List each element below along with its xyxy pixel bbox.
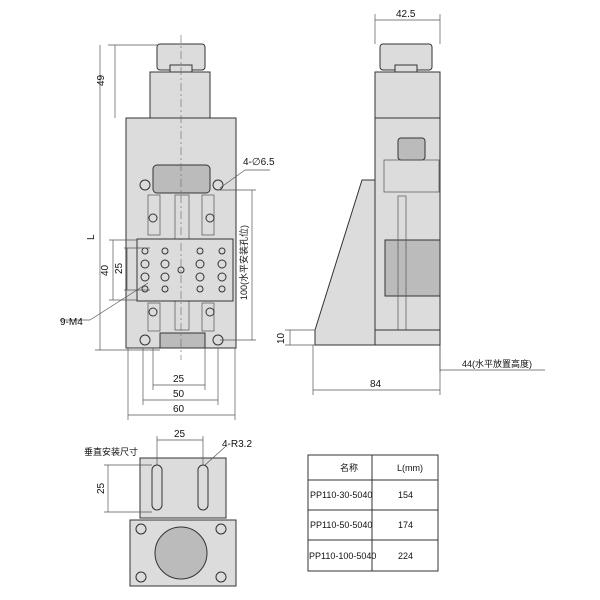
screw-hole bbox=[148, 213, 158, 223]
table-cell-L: 224 bbox=[398, 551, 413, 561]
angle-bracket bbox=[314, 179, 376, 346]
dim-L: L bbox=[86, 234, 97, 240]
table-cell-name: PP110-100-5040 bbox=[309, 551, 376, 561]
dim-60: 60 bbox=[173, 404, 185, 415]
screw-hole bbox=[205, 213, 215, 223]
table-header-L: L(mm) bbox=[397, 463, 423, 473]
screw-hole bbox=[161, 285, 169, 293]
dim-44-height: 44(水平放置高度) bbox=[462, 358, 532, 369]
dim-10: 10 bbox=[276, 332, 287, 344]
table-cell-name: PP110-50-5040 bbox=[310, 520, 372, 530]
screw-hole bbox=[212, 179, 224, 191]
bottom-view bbox=[104, 436, 237, 587]
dim-49: 49 bbox=[96, 74, 107, 86]
mounting-holes bbox=[139, 179, 227, 346]
screw-hole bbox=[148, 307, 158, 317]
screw-hole bbox=[218, 247, 226, 255]
screw-hole bbox=[205, 307, 215, 317]
side-view bbox=[285, 14, 545, 395]
screw-hole bbox=[218, 285, 226, 293]
slot bbox=[197, 464, 209, 511]
slot bbox=[151, 464, 163, 511]
dim-25-slot-length: 25 bbox=[96, 482, 107, 494]
motor bbox=[149, 71, 211, 121]
screw-hole bbox=[196, 247, 204, 255]
dim-25-horizontal: 25 bbox=[173, 374, 185, 385]
bottom-view-title: 垂直安装尺寸 bbox=[84, 446, 138, 457]
dim-100-mount-holes: 100(水平安装孔位) bbox=[238, 225, 249, 300]
dim-25-vertical: 25 bbox=[114, 262, 125, 274]
table-header-name: 名称 bbox=[340, 462, 358, 473]
dim-25-slot-spacing: 25 bbox=[174, 429, 186, 440]
side-carriage bbox=[384, 239, 441, 297]
table-cell-L: 174 bbox=[398, 520, 413, 530]
screw-hole bbox=[161, 247, 169, 255]
dim-40: 40 bbox=[100, 264, 111, 276]
screw-hole bbox=[160, 272, 170, 282]
screw-hole bbox=[195, 259, 205, 269]
screw-hole bbox=[140, 272, 150, 282]
screw-hole bbox=[139, 179, 151, 191]
dim-width-42.5: 42.5 bbox=[396, 9, 416, 20]
screw-hole bbox=[195, 272, 205, 282]
table-cell-L: 154 bbox=[398, 490, 413, 500]
screw-hole bbox=[160, 259, 170, 269]
screw-hole bbox=[140, 259, 150, 269]
dim-thread: 9-M4 bbox=[60, 317, 83, 328]
screw-hole bbox=[217, 259, 227, 269]
screw-hole bbox=[196, 285, 204, 293]
end-cap bbox=[159, 332, 206, 349]
screw-hole bbox=[141, 285, 149, 293]
dim-hole-diameter: 4-∅6.5 bbox=[243, 157, 275, 168]
table-cell-name: PP110-30-5040 bbox=[310, 490, 372, 500]
screw-hole bbox=[139, 334, 151, 346]
front-view bbox=[60, 35, 270, 420]
dim-slot-radius: 4-R3.2 bbox=[222, 439, 252, 450]
spec-table bbox=[307, 454, 439, 572]
dim-84: 84 bbox=[370, 379, 382, 390]
dim-50: 50 bbox=[173, 389, 185, 400]
carriage-plate bbox=[136, 238, 234, 302]
motor-flange bbox=[152, 164, 211, 194]
screw-hole bbox=[217, 272, 227, 282]
